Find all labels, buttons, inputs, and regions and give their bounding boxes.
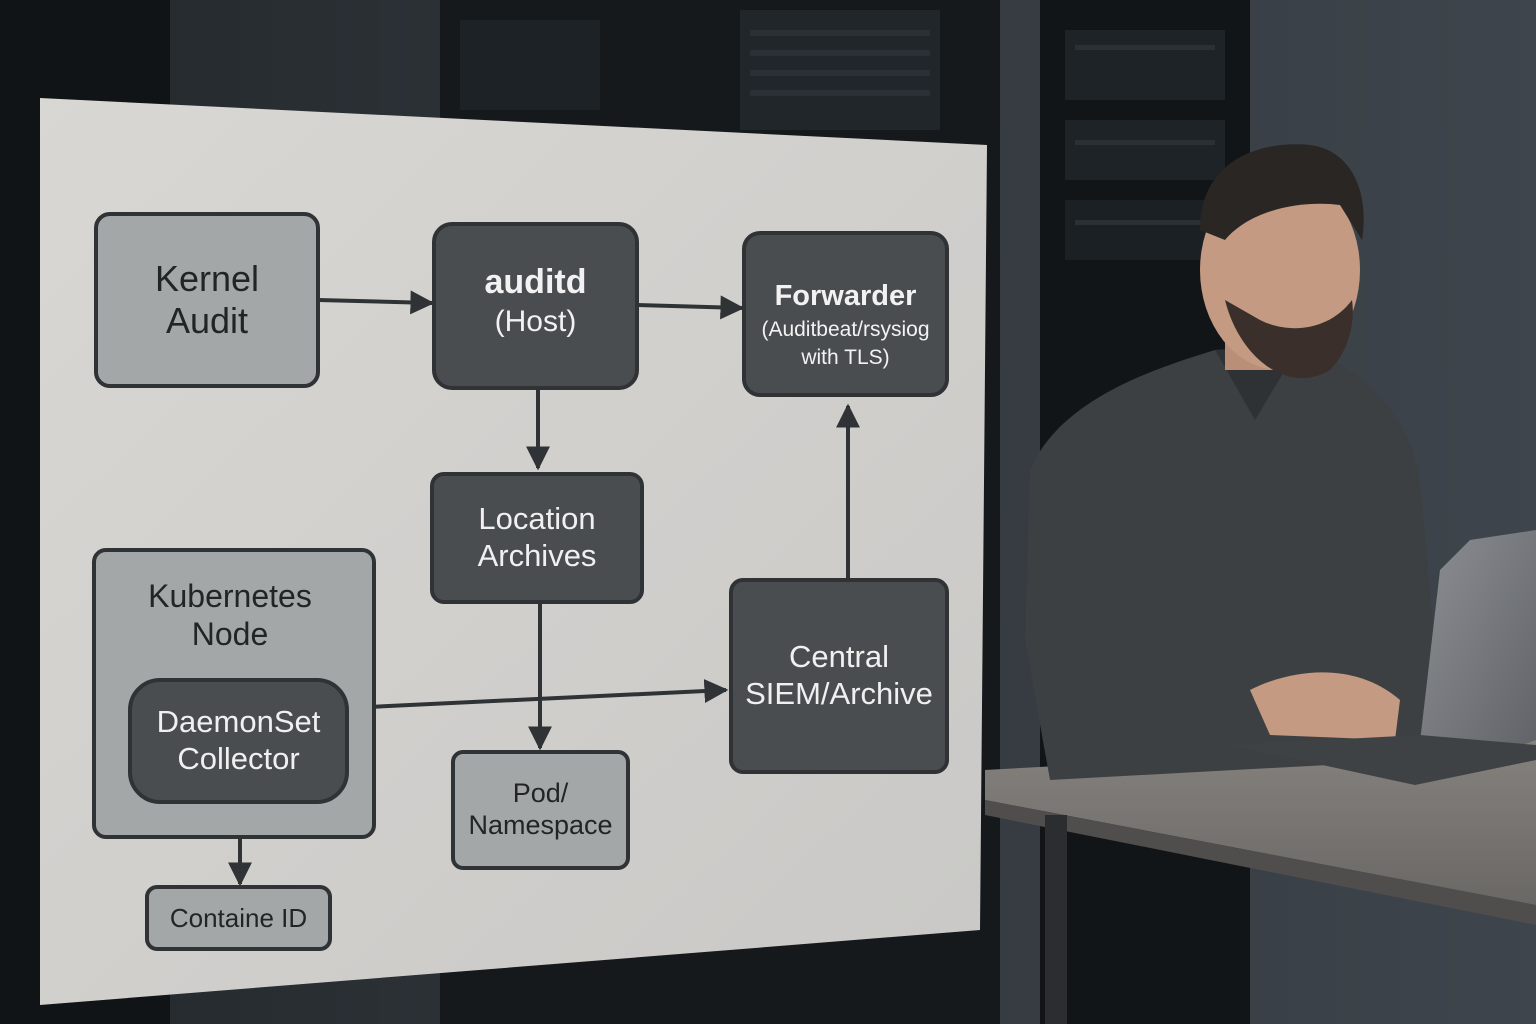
container-id-box xyxy=(145,885,332,951)
kernel-audit-label: Kernel Audit xyxy=(154,257,260,341)
forwarder-title: Forwarder xyxy=(774,280,917,312)
daemonset-collector-box xyxy=(128,678,349,804)
pod-namespace-box xyxy=(451,750,630,870)
forwarder-subtitle: (Auditbeat/rsysiog with TLS) xyxy=(761,318,930,369)
person xyxy=(1025,144,1440,780)
arrow-daemonset-to-siem xyxy=(346,679,729,710)
central-siem-label: Central SIEM/Archive xyxy=(745,639,933,711)
kubernetes-node-label: Kubernetes Node xyxy=(148,578,312,652)
arrow-auditd-to-forwarder xyxy=(636,295,745,320)
kernel-audit-box xyxy=(94,212,320,388)
forwarder-box xyxy=(742,231,949,397)
auditd-subtitle: (Host) xyxy=(494,305,577,338)
container-id-label: Containe ID xyxy=(169,902,308,933)
pod-namespace-label: Pod/ Namespace xyxy=(468,778,613,840)
location-archives-label: Location Archives xyxy=(477,501,597,573)
auditd-label-group: auditd (Host) xyxy=(434,262,637,342)
laptop xyxy=(1230,530,1536,785)
location-archives-box xyxy=(430,472,644,604)
daemonset-collector-label: DaemonSet Collector xyxy=(156,704,321,776)
arrow-kernel-to-auditd xyxy=(317,290,435,315)
auditd-box xyxy=(432,222,639,390)
auditd-title: auditd xyxy=(484,263,587,301)
forwarder-label-group: Forwarder (Auditbeat/rsysiog with TLS) xyxy=(744,276,947,372)
central-siem-box xyxy=(729,578,949,774)
